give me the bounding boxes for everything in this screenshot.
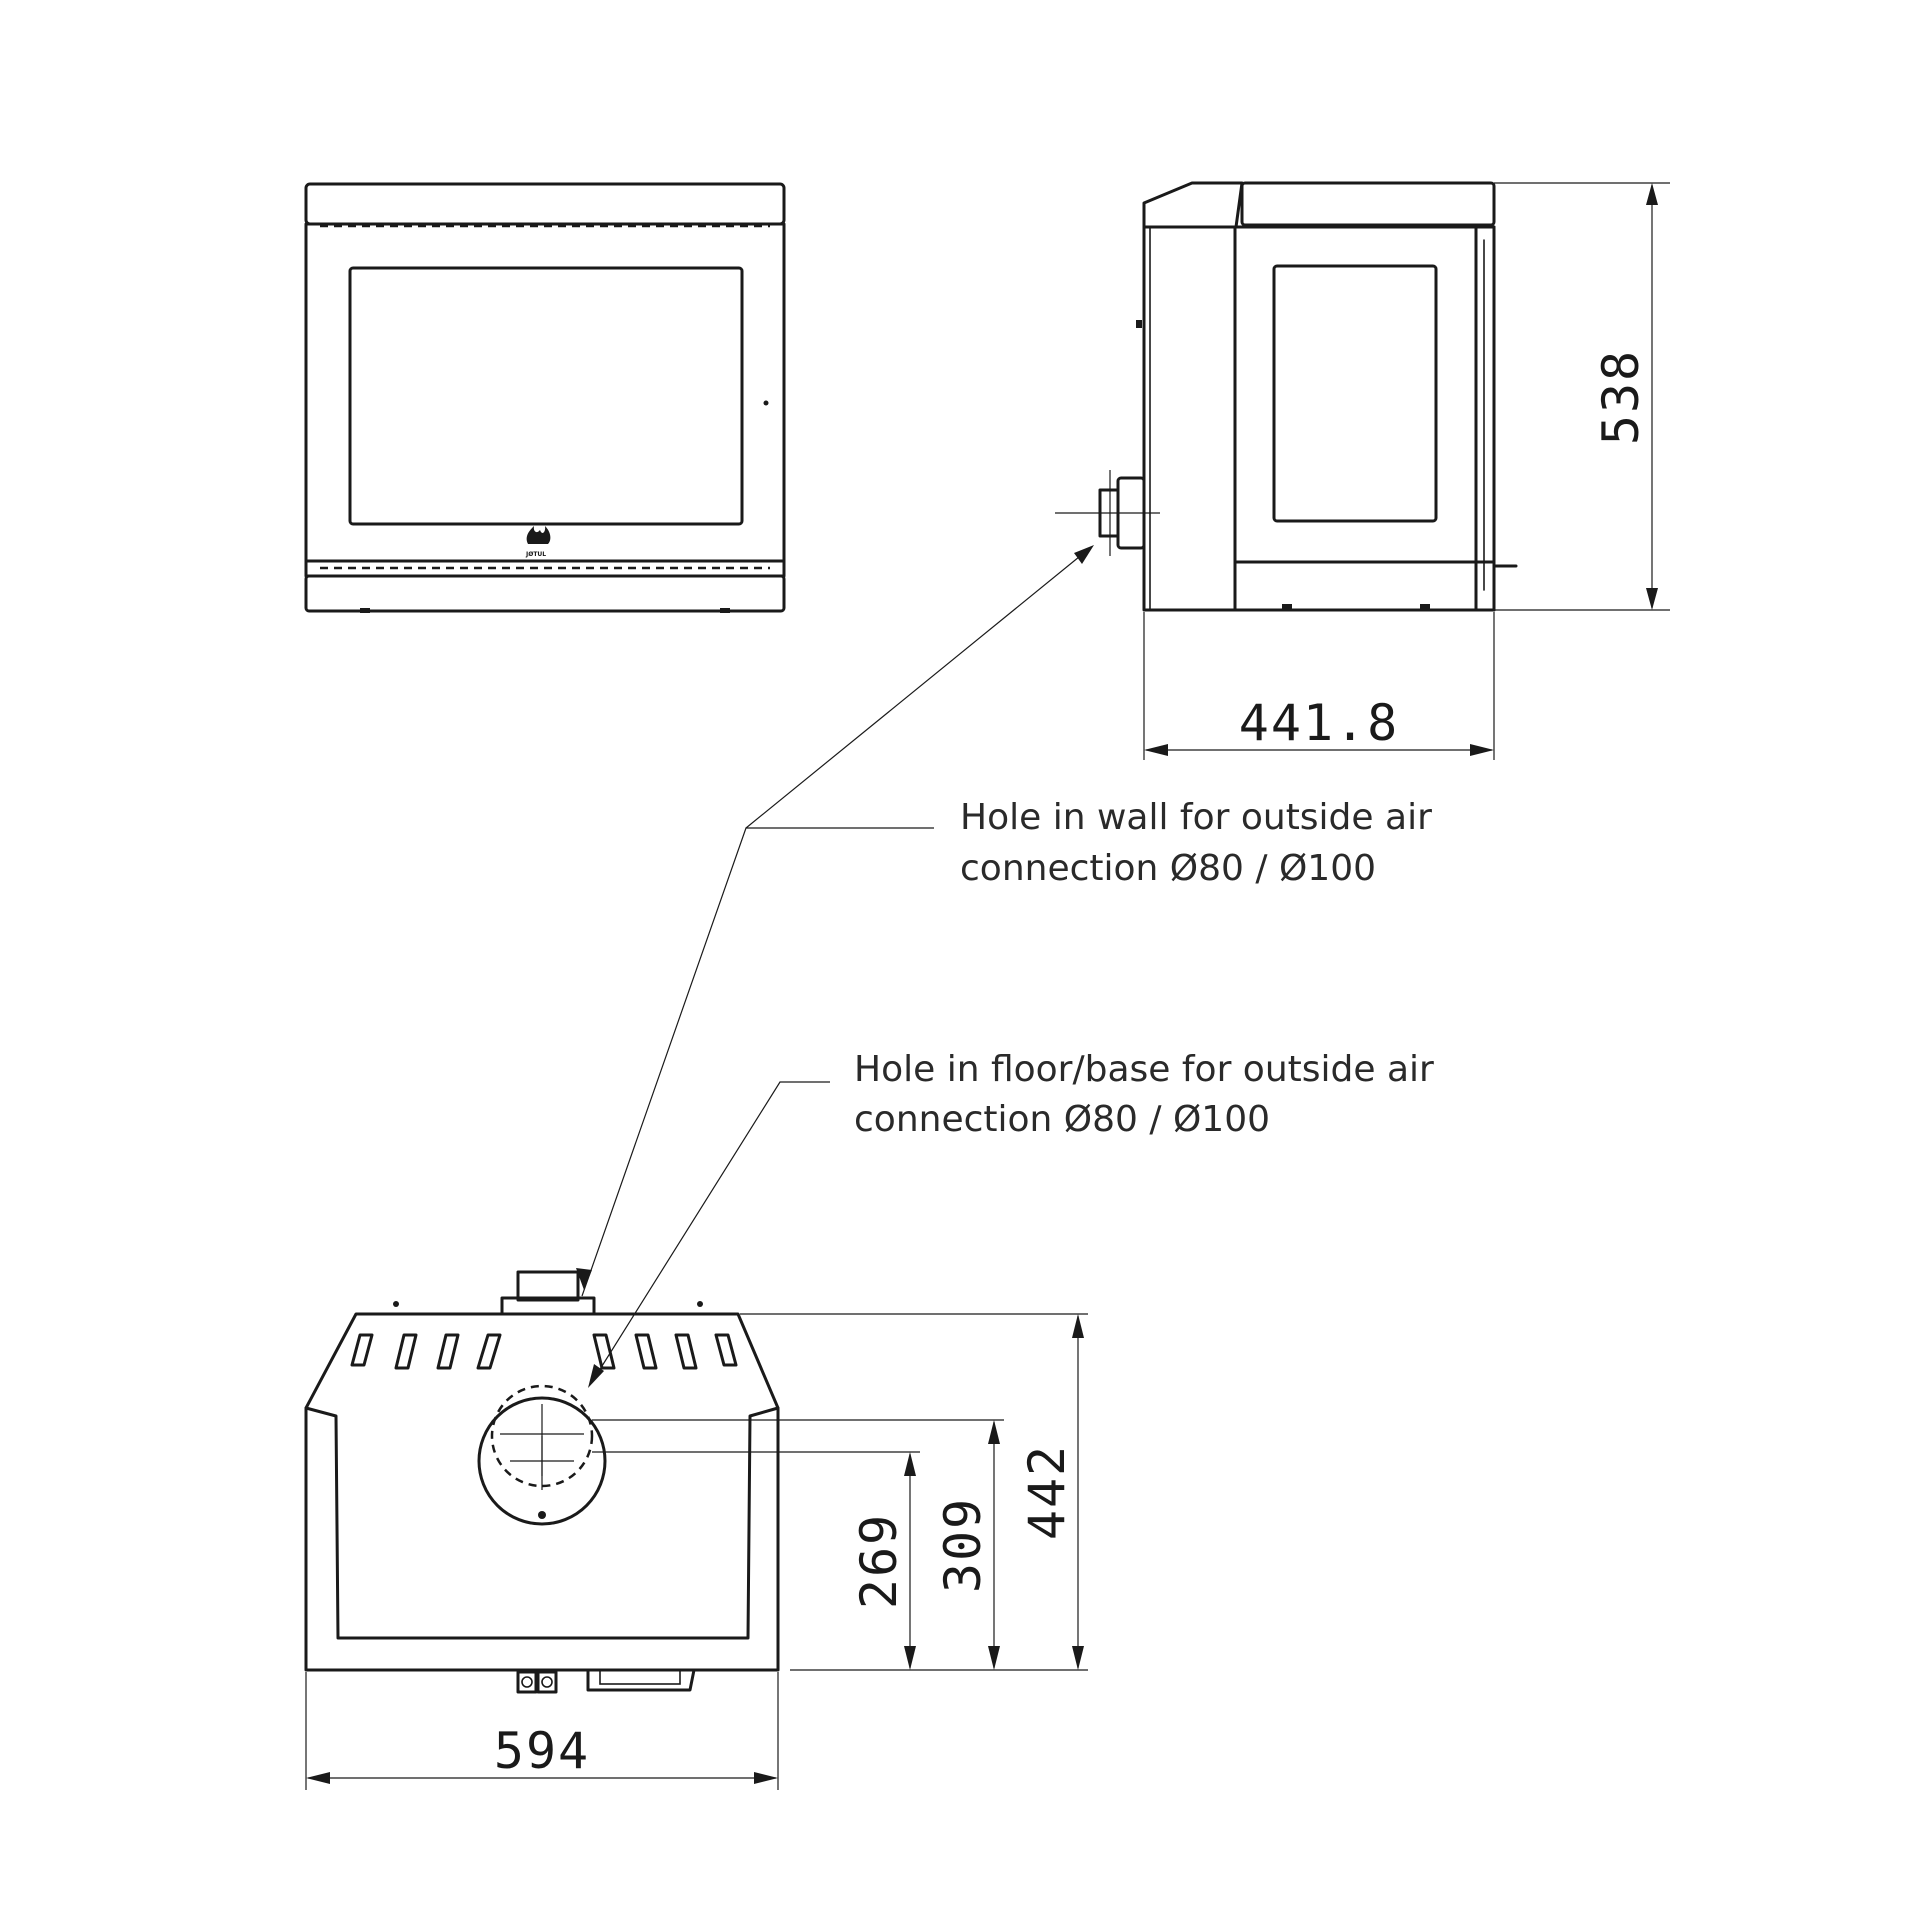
floor-hole [477,1384,607,1526]
wall-hole-note-line2: connection Ø80 / Ø100 [960,848,1376,889]
floor-hole-note-line1: Hole in floor/base for outside air [854,1049,1434,1090]
dimension-height-label: 538 [1592,349,1650,445]
floor-hole-note-line2: connection Ø80 / Ø100 [854,1099,1270,1140]
front-view: JØTUL [304,182,786,613]
top-view [304,1270,780,1694]
dimension-lines [305,182,1670,1790]
leader-lines [576,545,1094,1388]
dimension-hole-offset-b-label: 309 [934,1497,992,1593]
flame-logo-icon [526,526,551,544]
vent-slots [350,1333,738,1370]
wall-hole-note-line1: Hole in wall for outside air [960,797,1432,838]
dimension-depth-label: 441.8 [1239,694,1400,752]
side-view [1055,181,1518,612]
dimension-hole-offset-a-label: 269 [850,1513,908,1609]
dimension-width-label: 594 [494,1722,590,1780]
front-controls [516,1668,696,1694]
logo-text: JØTUL [525,551,546,558]
dimension-top-depth-label: 442 [1018,1444,1076,1540]
